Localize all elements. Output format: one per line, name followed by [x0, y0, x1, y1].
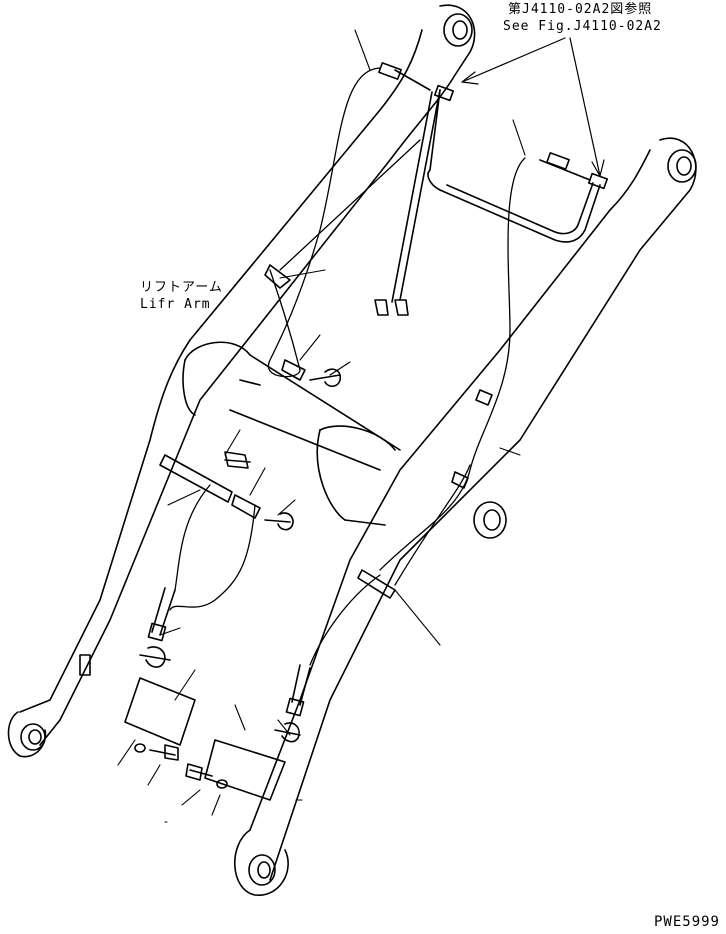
- left-lift-arm: [7, 4, 476, 758]
- reference-note-english: See Fig.J4110-02A2: [503, 19, 662, 34]
- hoses: [147, 587, 311, 717]
- lift-arm-label-english: Lifr Arm: [140, 297, 211, 312]
- bolts: [134, 368, 342, 789]
- cross-tube: [182, 341, 401, 526]
- wiring-harness: [169, 67, 526, 666]
- figure-code: PWE5999: [653, 914, 720, 930]
- lift-arm-label-japanese: リフトアーム: [140, 280, 223, 295]
- reference-note-japanese: 第J4110-02A2図参照: [508, 2, 653, 17]
- reference-arrows: [461, 37, 605, 177]
- leader-lines: [117, 29, 526, 823]
- brackets: [79, 264, 493, 801]
- right-lift-arm: [234, 137, 697, 896]
- hydraulic-piping: [374, 62, 609, 316]
